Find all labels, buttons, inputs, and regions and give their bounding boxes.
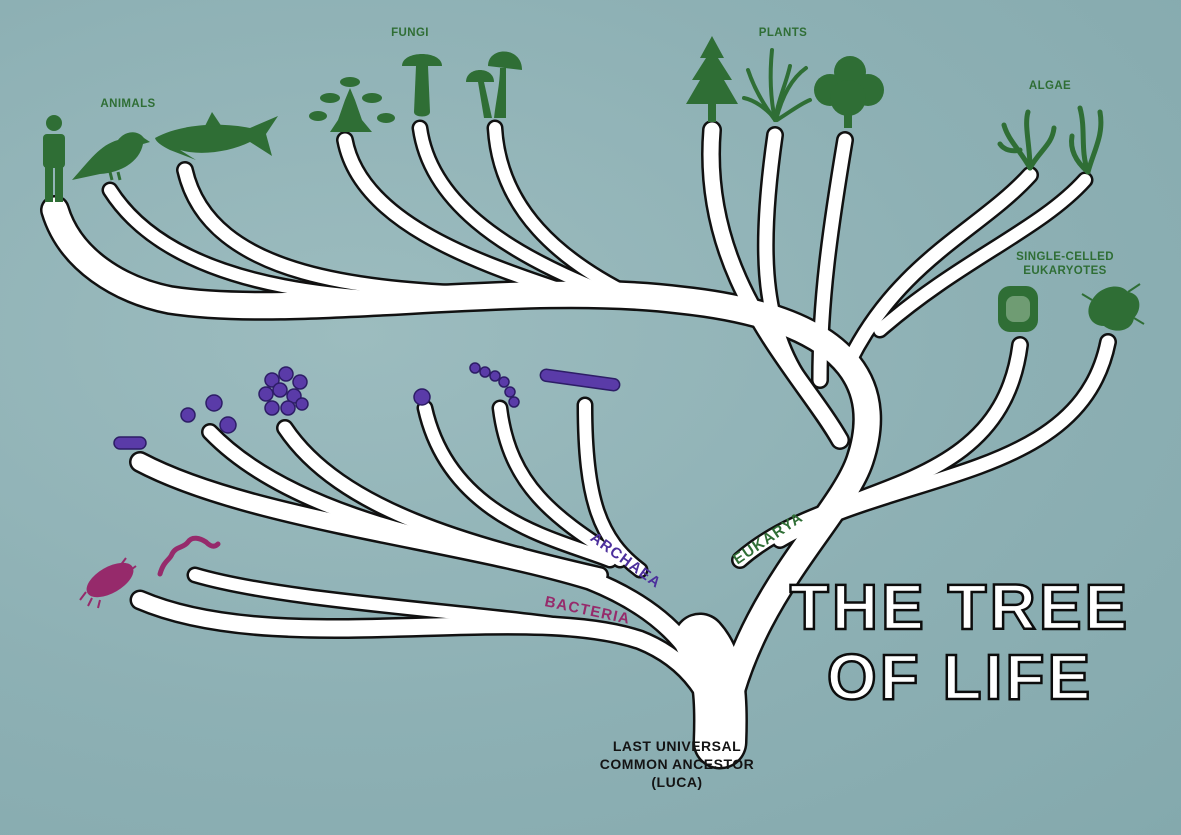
mushroom-icon <box>402 54 442 117</box>
amoeba-icon <box>1081 283 1145 331</box>
bacillus-icon <box>79 557 137 609</box>
algae-label: ALGAE <box>1028 80 1072 92</box>
conifer-icon <box>686 36 738 122</box>
protist-cell-icon <box>998 286 1038 332</box>
luca-line1: LAST UNIVERSAL <box>612 738 742 754</box>
title-line2: OF LIFE <box>826 641 1094 714</box>
single-celled-line2: EUKARYOTES <box>1023 265 1107 277</box>
deciduous-tree-icon <box>814 56 884 128</box>
fungus-cluster-icon <box>309 77 395 132</box>
seaweed-icon <box>1069 105 1104 175</box>
kelp-icon <box>997 109 1057 171</box>
fungi-label: FUNGI <box>391 27 429 39</box>
coccus-cells-icon <box>180 394 237 434</box>
plants-label: PLANTS <box>758 27 808 39</box>
rod-cell-icon <box>113 436 147 450</box>
archaea-icons <box>113 362 621 450</box>
cluster-cells-icon <box>258 366 309 416</box>
single-celled-line1: SINGLE-CELLED <box>1016 251 1114 263</box>
luca-line3: (LUCA) <box>651 774 703 790</box>
single-coccus-icon <box>413 388 431 406</box>
title-line1: THE TREE <box>789 571 1131 644</box>
tree-branches <box>40 119 1117 770</box>
filament-cells-icon <box>539 368 621 392</box>
shark-icon <box>155 112 278 160</box>
human-icon <box>43 115 65 202</box>
spirillum-icon <box>157 535 221 577</box>
luca-label: LAST UNIVERSAL COMMON ANCESTOR (LUCA) <box>582 737 772 791</box>
page-title: THE TREE OF LIFE <box>780 571 1140 714</box>
bird-icon <box>72 132 150 181</box>
chain-cells-icon <box>469 362 520 408</box>
grass-icon <box>742 48 812 122</box>
single-celled-label: SINGLE-CELLED EUKARYOTES <box>1005 250 1125 278</box>
luca-line2: COMMON ANCESTOR <box>599 756 755 772</box>
animals-label: ANIMALS <box>100 98 156 110</box>
double-mushroom-icon <box>466 51 522 118</box>
